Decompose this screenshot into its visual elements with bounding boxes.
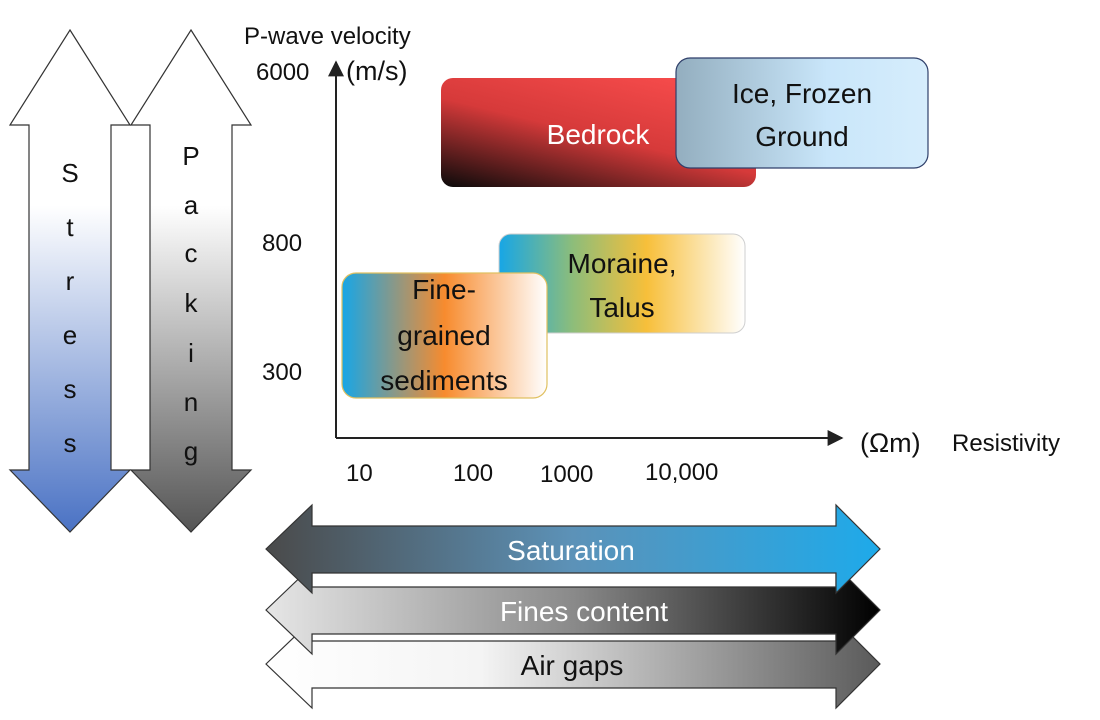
moraine-talus-region: Moraine, Talus bbox=[498, 233, 746, 334]
moraine-label-line1: Moraine, bbox=[568, 248, 677, 279]
y-axis-unit: (m/s) bbox=[346, 56, 407, 86]
stress-letter: t bbox=[66, 212, 74, 242]
stress-letter: s bbox=[64, 428, 77, 458]
stress-letter: s bbox=[64, 374, 77, 404]
fine-grained-sediments-region: Fine- grained sediments bbox=[341, 272, 548, 399]
stress-letter: S bbox=[61, 158, 78, 188]
ice-frozen-ground-region: Ice, Frozen Ground bbox=[675, 57, 929, 169]
ice-label-line2: Ground bbox=[755, 121, 848, 152]
x-tick-label: 100 bbox=[453, 460, 493, 487]
stress-letter: r bbox=[66, 266, 75, 296]
fine-label-line3: sediments bbox=[380, 365, 508, 396]
y-tick-label: 800 bbox=[262, 230, 302, 257]
stress-arrow: S t r e s s bbox=[8, 28, 132, 533]
x-tick-label: 1000 bbox=[540, 461, 593, 488]
air-gaps-label: Air gaps bbox=[521, 650, 624, 681]
bedrock-label: Bedrock bbox=[547, 119, 651, 150]
saturation-arrow: Saturation bbox=[265, 503, 881, 595]
x-tick-label: 10 bbox=[346, 460, 373, 487]
fines-content-arrow: Fines content bbox=[265, 564, 881, 656]
y-tick-label: 6000 bbox=[256, 59, 309, 86]
ice-label-line1: Ice, Frozen bbox=[732, 78, 872, 109]
packing-letter: k bbox=[185, 288, 199, 318]
y-tick-label: 300 bbox=[262, 359, 302, 386]
packing-letter: n bbox=[184, 387, 198, 417]
fines-content-label: Fines content bbox=[500, 596, 668, 627]
fine-label-line2: grained bbox=[397, 320, 490, 351]
packing-letter: P bbox=[182, 141, 199, 171]
x-axis-label: Resistivity bbox=[952, 430, 1060, 457]
stress-letter: e bbox=[63, 320, 77, 350]
packing-arrow: P a c k i n g bbox=[129, 28, 253, 533]
x-axis-unit: (Ωm) bbox=[860, 428, 921, 458]
packing-letter: a bbox=[184, 190, 199, 220]
y-axis-label: P-wave velocity bbox=[244, 23, 411, 50]
x-tick-label: 10,000 bbox=[645, 459, 718, 486]
packing-letter: i bbox=[188, 338, 194, 368]
fine-label-line1: Fine- bbox=[412, 274, 476, 305]
saturation-label: Saturation bbox=[507, 535, 635, 566]
moraine-label-line2: Talus bbox=[589, 292, 654, 323]
packing-letter: c bbox=[185, 238, 198, 268]
packing-letter: g bbox=[184, 436, 198, 466]
